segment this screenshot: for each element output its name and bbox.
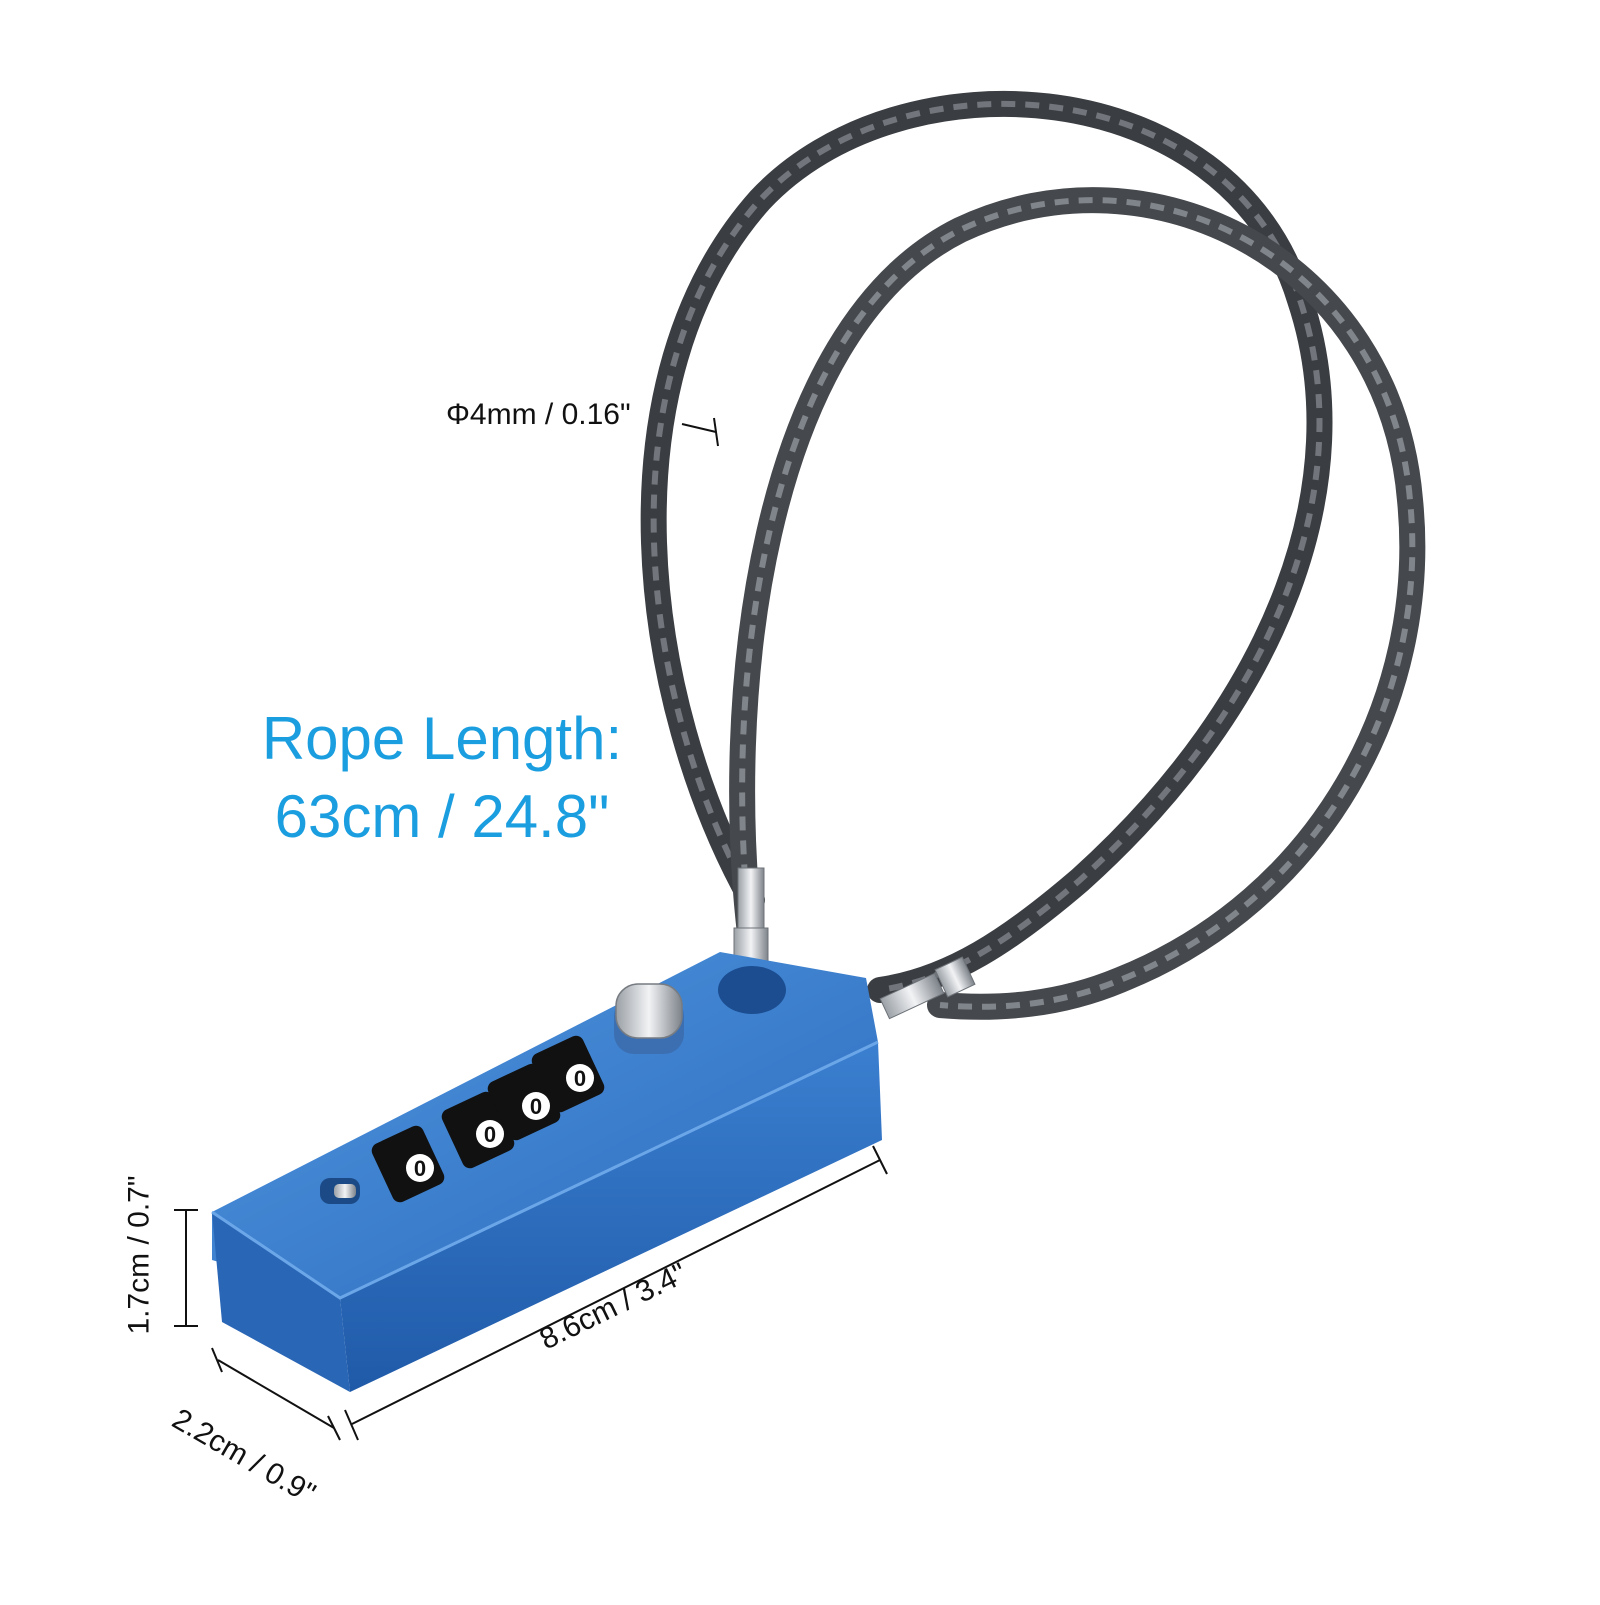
rope-length-line2: 63cm / 24.8" [274,783,610,850]
cable [640,90,1426,1020]
release-button [614,983,684,1054]
cable-diameter-label: Φ4mm / 0.16" [446,398,631,431]
dimension-lines [174,417,888,1441]
body-width-line [217,1359,335,1429]
rope-length-label: Rope Length: 63cm / 24.8" [232,700,652,856]
lock-body: 0 0 0 0 [211,952,882,1392]
body-height-label: 1.7cm / 0.7" [122,1175,156,1335]
rope-length-line1: Rope Length: [261,705,623,772]
dial-3-digit: 0 [530,1094,542,1119]
body-length-line [351,1159,881,1425]
cable-diameter-leader [681,423,717,433]
dial-4: 0 [531,1035,605,1113]
cable-ferrule-right [879,956,976,1020]
dial-4-digit: 0 [574,1066,586,1091]
dial-1-digit: 0 [414,1156,426,1181]
dial-1: 0 [371,1125,445,1203]
dial-2: 0 [441,1091,515,1169]
dial-2-digit: 0 [484,1122,496,1147]
combination-dials: 0 0 0 0 [371,1035,605,1203]
